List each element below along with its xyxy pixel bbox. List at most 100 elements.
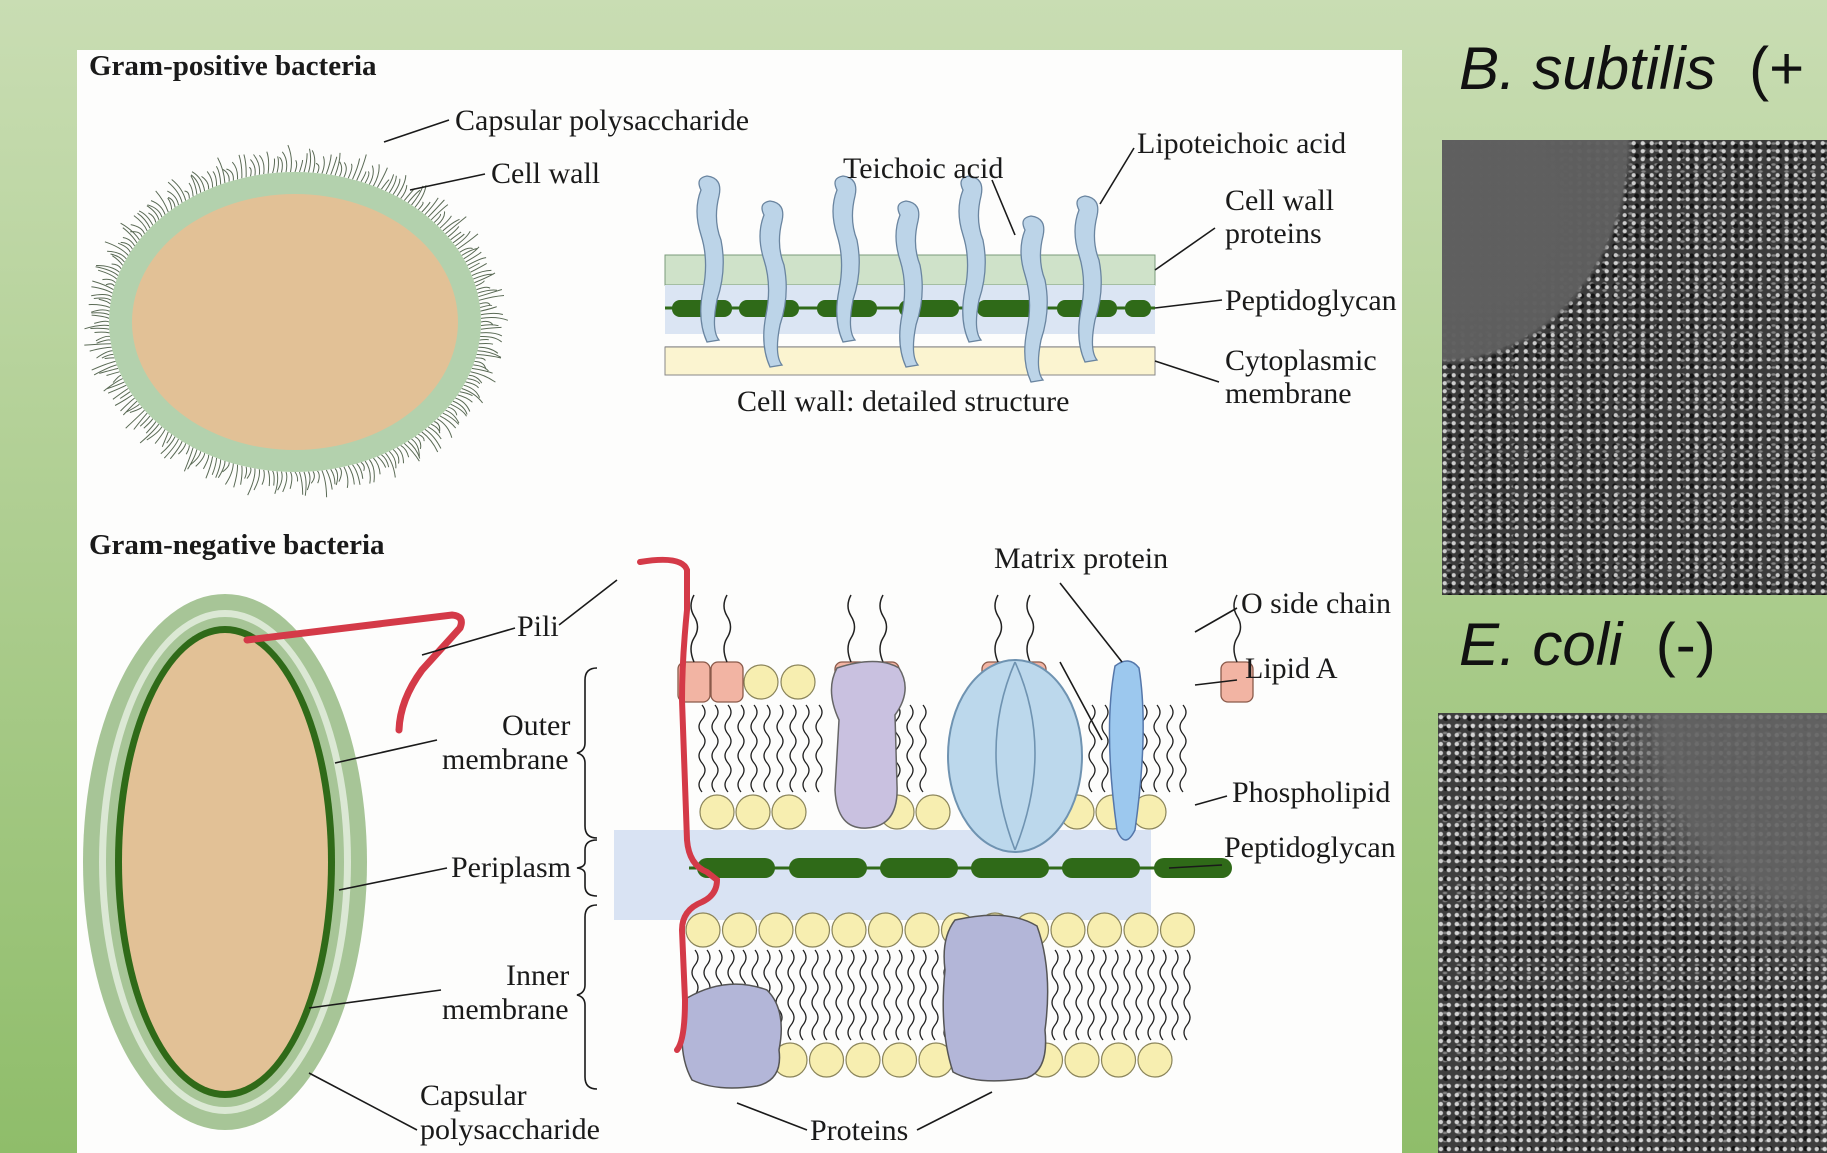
lipid-tail [1052, 950, 1058, 1040]
label-pili: Pili [517, 610, 559, 643]
label-lipid-a: Lipid A [1245, 652, 1338, 685]
label-phospholipid: Phospholipid [1232, 776, 1390, 809]
label-cell-wall: Cell wall [491, 157, 600, 190]
lipid-tail [932, 950, 938, 1040]
label-peptidoglycan-gp: Peptidoglycan [1225, 284, 1397, 317]
gram-negative-cell [83, 594, 461, 1130]
lipid-tail [1088, 950, 1094, 1040]
gram-positive-wall-detail [665, 176, 1155, 382]
inner-protein-large [943, 915, 1047, 1081]
lipid-tail [1100, 950, 1106, 1040]
lipid-tail [738, 705, 744, 792]
lipid-tail [751, 705, 757, 792]
lipid-head [700, 795, 734, 829]
lipid-head [744, 665, 778, 699]
label-inner-membrane-2: membrane [442, 993, 569, 1026]
bsubtilis-stain: (+ [1749, 35, 1804, 102]
bsubtilis-name: B. subtilis [1459, 35, 1716, 102]
lipid-head [916, 795, 950, 829]
peptidoglycan-segment [1154, 858, 1232, 878]
label-outer-membrane-1: Outer [502, 709, 570, 742]
lipid-head [1138, 1043, 1172, 1077]
lipid-tail [920, 950, 926, 1040]
o-side-chain [1027, 595, 1034, 662]
label-outer-membrane-2: membrane [442, 743, 569, 776]
lipid-head [883, 1043, 917, 1077]
peptidoglycan-segment [1125, 300, 1151, 317]
label-capsular-1: Capsular [420, 1079, 527, 1112]
label-capsular-polysaccharide: Capsular polysaccharide [455, 104, 749, 137]
lipid-tail [1112, 950, 1118, 1040]
outer-membrane-heads [700, 665, 1166, 829]
lipid-head [1065, 1043, 1099, 1077]
ecoli-title: E. coli (-) [1459, 610, 1716, 679]
lipid-head [736, 795, 770, 829]
lipid-tail [790, 705, 796, 792]
gram-positive-heading: Gram-positive bacteria [89, 50, 377, 82]
ecoli-stain: (-) [1656, 611, 1716, 678]
lipid-tail [764, 705, 770, 792]
lipid-tail [908, 950, 914, 1040]
bsubtilis-micrograph [1442, 140, 1827, 595]
label-cell-wall-proteins-1: Cell wall [1225, 184, 1334, 217]
lipid-head [781, 665, 815, 699]
o-side-chain [724, 595, 731, 662]
lipid-head [905, 913, 939, 947]
lipid-head [810, 1043, 844, 1077]
lipid-head [1051, 913, 1085, 947]
lipid-tail [812, 950, 818, 1040]
label-peptidoglycan-gn: Peptidoglycan [1224, 831, 1396, 864]
lipid-tail [803, 705, 809, 792]
o-side-chain [880, 595, 887, 662]
gram-positive-cytoplasm [132, 194, 458, 450]
lipid-tail [824, 950, 830, 1040]
label-matrix-protein: Matrix protein [994, 542, 1168, 575]
lipid-head [1102, 1043, 1136, 1077]
lipid-tail [1160, 950, 1166, 1040]
lipid-tail [1124, 950, 1130, 1040]
gram-negative-cytoplasm [122, 633, 328, 1091]
lipid-tail [1184, 950, 1190, 1040]
peptidoglycan-segment [880, 858, 958, 878]
lipid-tail [1167, 705, 1173, 792]
lipid-tail [836, 950, 842, 1040]
lipid-tail [788, 950, 794, 1040]
gram-positive-cell [84, 145, 508, 497]
lipid-tail [907, 705, 913, 792]
label-cell-wall-proteins-2: proteins [1225, 217, 1322, 250]
lipid-head [1124, 913, 1158, 947]
peptidoglycan-segment [971, 858, 1049, 878]
outer-membrane-protein [831, 662, 905, 829]
lipid-tail [816, 705, 822, 792]
cell-wall-detail-caption: Cell wall: detailed structure [737, 385, 1069, 418]
lipid-tail [1148, 950, 1154, 1040]
lipid-tail [896, 950, 902, 1040]
o-side-chain [848, 595, 855, 662]
lipid-head [846, 1043, 880, 1077]
label-teichoic-acid: Teichoic acid [843, 152, 1003, 185]
label-cytoplasmic-membrane-1: Cytoplasmic [1225, 344, 1377, 377]
lipid-tail [848, 950, 854, 1040]
lipid-tail [1136, 950, 1142, 1040]
ecoli-micrograph [1438, 713, 1827, 1153]
label-capsular-2: polysaccharide [420, 1113, 600, 1146]
o-side-chain [691, 595, 698, 662]
o-side-chains [691, 595, 1241, 662]
lipid-head [869, 913, 903, 947]
lipid-tail [800, 950, 806, 1040]
label-o-side-chain: O side chain [1241, 587, 1391, 620]
peptidoglycan-segment [1062, 858, 1140, 878]
bsubtilis-title: B. subtilis (+ [1459, 34, 1804, 103]
diagram-panel: Gram-positive bacteria Capsular polysacc… [77, 50, 1402, 1153]
peptidoglycan-segment [789, 858, 867, 878]
matrix-protein [948, 660, 1082, 852]
lipid-tail [725, 705, 731, 792]
lipid-head [686, 913, 720, 947]
label-inner-membrane-1: Inner [506, 959, 569, 992]
lipid-a [711, 662, 743, 702]
o-side-chain [1234, 595, 1241, 662]
lipid-tail [1154, 705, 1160, 792]
lipid-tail [1064, 950, 1070, 1040]
gram-negative-heading: Gram-negative bacteria [89, 529, 385, 561]
lipid-head [1161, 913, 1195, 947]
